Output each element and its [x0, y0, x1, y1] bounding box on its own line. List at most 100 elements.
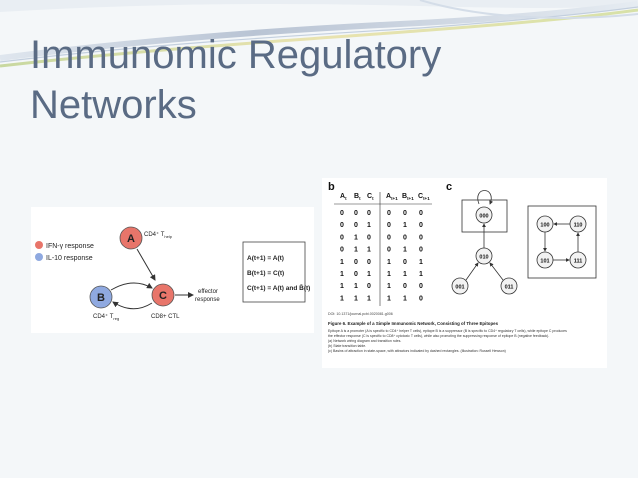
legend-label-ifn: IFN-γ response — [46, 243, 94, 250]
network-diagram-figure: IFN-γ response IL-10 response A B C CD4⁺… — [31, 207, 314, 333]
effector-label-line2: response — [195, 297, 220, 303]
effector-label-line1: effector — [198, 289, 218, 295]
state-label-001: 001 — [455, 285, 464, 291]
caption-title: Figure 6. Example of a Simple Immunomic … — [328, 321, 499, 326]
header-a-t: At — [340, 193, 347, 201]
table-cell: 0 — [403, 234, 407, 241]
table-cell: 0 — [354, 222, 358, 229]
state-node-011 — [500, 277, 518, 295]
node-b-letter: B — [97, 292, 105, 304]
table-cell: 1 — [367, 222, 371, 229]
table-cell: 1 — [340, 295, 344, 302]
node-a-label: CD4⁺ Thelp — [144, 231, 173, 239]
table-cell: 0 — [419, 247, 423, 254]
caption-line-5: (c) Basins of attraction in state-space,… — [328, 349, 506, 353]
state-label-000: 000 — [479, 214, 488, 220]
table-cell: 0 — [403, 283, 407, 290]
edge-011-to-010 — [489, 262, 504, 281]
table-cell: 1 — [367, 247, 371, 254]
legend-swatch-ifn — [35, 241, 43, 249]
attractor-box-cycle — [527, 205, 597, 279]
table-cell: 1 — [340, 283, 344, 290]
table-cell: 0 — [340, 234, 344, 241]
slide-title: Immunomic Regulatory Networks — [30, 30, 470, 130]
table-cell: 1 — [354, 247, 358, 254]
caption-line-2: the effector response (C is specific to … — [328, 334, 549, 338]
decorative-swoosh — [0, 0, 638, 68]
header-b-t: Bt — [354, 193, 361, 201]
table-cell: 1 — [419, 271, 423, 278]
title-line-2: Networks — [30, 83, 197, 127]
self-loop-000 — [477, 190, 494, 205]
node-c — [151, 283, 175, 307]
node-a — [119, 226, 143, 250]
network-diagram: IFN-γ response IL-10 response A B C CD4⁺… — [35, 226, 310, 321]
table-cell: 0 — [419, 234, 423, 241]
node-b-label: CD4⁺ Treg — [93, 313, 119, 321]
table-cell: 1 — [387, 283, 391, 290]
panel-b-letter: b — [328, 181, 335, 193]
doi-text: DOI: 10.1371/journal.pcbi.0020081.g006 — [328, 312, 393, 316]
table-cell: 1 — [354, 283, 358, 290]
table-cell: 0 — [419, 210, 423, 217]
table-cell: 0 — [419, 222, 423, 229]
table-cell: 1 — [340, 259, 344, 266]
node-b — [89, 285, 113, 309]
title-line-1: Immunomic Regulatory — [30, 33, 442, 77]
node-c-label: CD8+ CTL — [151, 314, 180, 320]
table-cell: 0 — [354, 259, 358, 266]
state-label-100: 100 — [540, 223, 549, 229]
table-cell: 1 — [403, 247, 407, 254]
state-label-110: 110 — [574, 223, 583, 229]
table-cell: 1 — [387, 295, 391, 302]
header-a-t1: At+1 — [386, 193, 398, 201]
state-label-111: 111 — [574, 259, 583, 265]
table-cell: 0 — [387, 210, 391, 217]
table-cell: 1 — [387, 259, 391, 266]
table-cell: 0 — [340, 210, 344, 217]
node-c-letter: C — [159, 290, 167, 302]
legend-label-il10: IL-10 response — [46, 255, 93, 262]
table-cell: 1 — [340, 271, 344, 278]
table-cell: 0 — [419, 283, 423, 290]
state-node-001 — [451, 277, 469, 295]
caption-line-4: (b) State transition table. — [328, 344, 366, 348]
edge-c-to-b — [112, 301, 153, 310]
table-cell: 0 — [354, 271, 358, 278]
table-cell: 0 — [367, 283, 371, 290]
header-c-t: Ct — [367, 193, 374, 201]
rules-box — [242, 241, 306, 303]
rule-b: B(t+1) = C(t) — [247, 270, 284, 277]
table-cell: 0 — [367, 234, 371, 241]
table-cell: 1 — [419, 259, 423, 266]
table-header: At Bt Ct At+1 Bt+1 Ct+1 — [340, 193, 430, 201]
state-node-000 — [475, 206, 493, 224]
state-label-010: 010 — [479, 255, 488, 261]
edge-001-to-010 — [465, 262, 479, 281]
table-cell: 1 — [367, 271, 371, 278]
table-cell: 0 — [403, 210, 407, 217]
rule-c: C(t+1) = A(t) and B̄(t) — [247, 283, 310, 292]
edge-b-to-c — [110, 282, 153, 291]
rule-a: A(t+1) = A(t) — [247, 255, 284, 262]
table-cell: 1 — [354, 295, 358, 302]
table-cell: 0 — [367, 210, 371, 217]
panel-c-letter: c — [446, 181, 452, 193]
caption-line-1: Epitope A is a promoter (A is specific t… — [328, 329, 567, 333]
table-cell: 0 — [403, 259, 407, 266]
table-cell: 0 — [340, 247, 344, 254]
edge-a-to-c — [136, 248, 156, 281]
header-c-t1: Ct+1 — [418, 193, 430, 201]
table-cell: 1 — [367, 295, 371, 302]
caption-line-3: (a) Network wiring diagram and transitio… — [328, 339, 401, 343]
node-a-letter: A — [127, 233, 135, 245]
attractor-box-000 — [461, 199, 508, 233]
table-cell: 1 — [387, 271, 391, 278]
table-cell: 1 — [354, 234, 358, 241]
state-label-011: 011 — [505, 285, 514, 291]
table-cell: 0 — [354, 210, 358, 217]
